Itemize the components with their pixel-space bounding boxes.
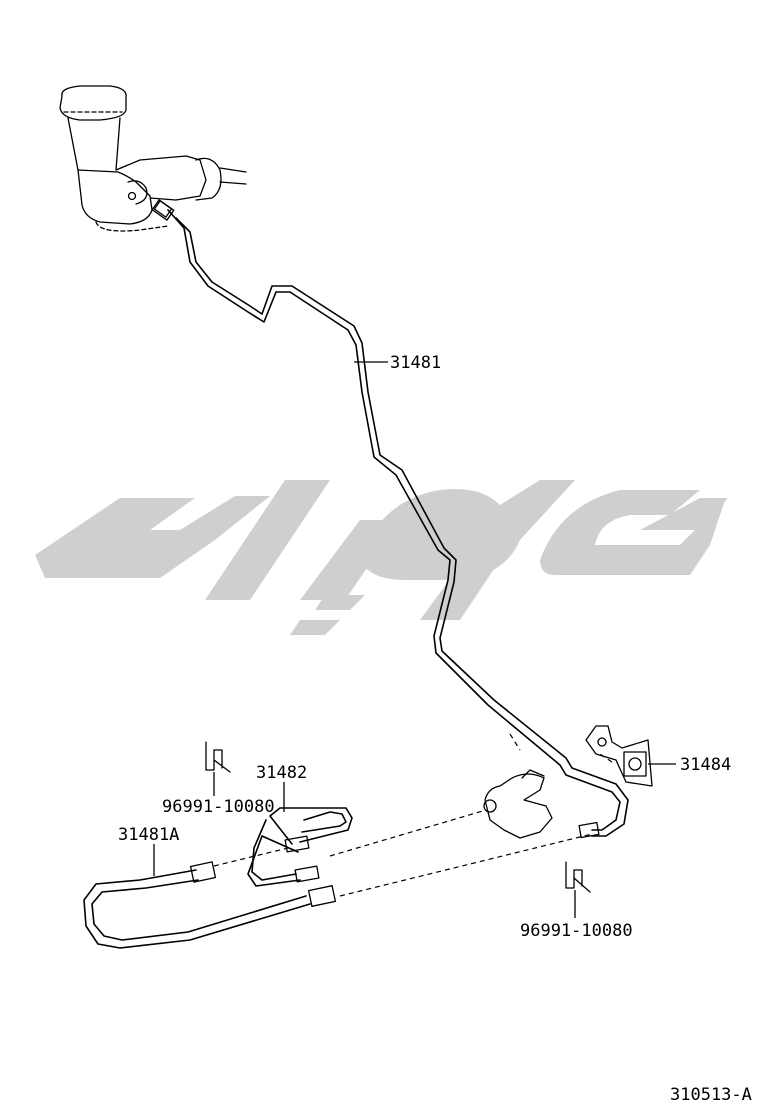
label-31484: 31484 bbox=[680, 755, 731, 775]
label-clip-left: 96991-10080 bbox=[162, 797, 275, 817]
watermark-logo bbox=[35, 480, 728, 635]
clutch-master-cylinder bbox=[59, 85, 247, 232]
label-31481: 31481 bbox=[390, 353, 441, 373]
pipe-31481 bbox=[153, 200, 629, 839]
hose-31482 bbox=[247, 807, 353, 887]
assembly-dashed-lines bbox=[213, 733, 613, 897]
clip-left bbox=[205, 741, 231, 796]
label-clip-right: 96991-10080 bbox=[520, 921, 633, 941]
bracket-31484 bbox=[585, 725, 653, 787]
tube-31481A bbox=[83, 861, 337, 949]
drawing-number: 310513-A bbox=[670, 1085, 752, 1105]
clip-right bbox=[565, 861, 591, 918]
label-31482: 31482 bbox=[256, 763, 307, 783]
release-cylinder bbox=[483, 769, 553, 839]
label-31481A: 31481A bbox=[118, 825, 179, 845]
